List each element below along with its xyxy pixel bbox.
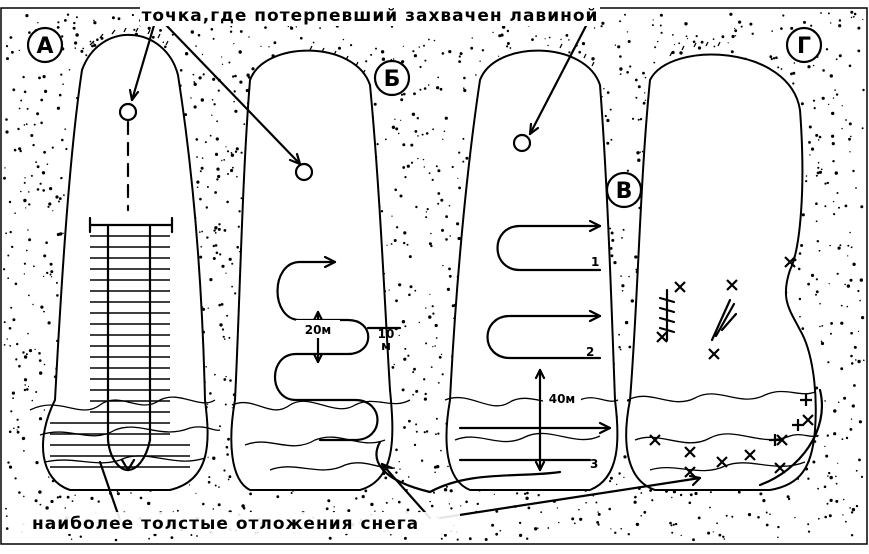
loop-gap-label: 20м [305, 323, 332, 337]
panel-letter-b: Б [384, 67, 401, 92]
victim-point-a [120, 104, 136, 120]
route-number-2: 2 [586, 345, 594, 359]
slope-distance-label: 40м [549, 392, 576, 406]
caption-bottom: наиболее толстые отложения снега [32, 514, 419, 534]
route-number-3: 3 [590, 457, 598, 471]
panel-letter-c: В [616, 179, 633, 204]
route-number-1: 1 [591, 255, 599, 269]
caption-top: точка,где потерпевший захвачен лавиной [142, 6, 599, 26]
channel-d [626, 55, 816, 490]
victim-point-c [514, 135, 530, 151]
victim-point-b [296, 164, 312, 180]
panel-letter-d: Г [797, 34, 811, 59]
panel-letter-a: А [36, 34, 53, 59]
edge-gap-label-bottom: м [381, 339, 391, 353]
